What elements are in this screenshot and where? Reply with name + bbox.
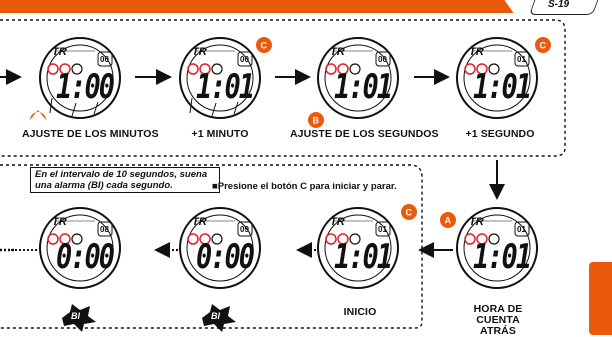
alarm-burst-icon <box>202 304 236 332</box>
watch-bottom-1 <box>39 207 121 289</box>
svg-text:C: C <box>540 41 547 51</box>
mode-label: TR <box>192 216 207 228</box>
square-bullet-icon: ■ <box>212 181 218 192</box>
step-label: +1 SEGUNDO <box>465 128 535 140</box>
small-digits: 01 <box>378 225 387 234</box>
header-band <box>0 0 500 13</box>
main-digits: 1:00 <box>56 68 115 107</box>
button-indicator-a: A <box>440 212 456 228</box>
alarm-label: BI <box>211 311 220 321</box>
main-digits: 1:01 <box>473 238 532 277</box>
watch-bottom-2 <box>179 207 261 289</box>
main-digits: 0:00 <box>196 238 255 277</box>
watch-bottom-3 <box>317 207 399 289</box>
small-digits: 00 <box>100 55 109 64</box>
mode-label: TR <box>330 46 345 58</box>
step-label: +1 MINUTO <box>191 128 249 140</box>
step-label: AJUSTE DE LOS SEGUNDOS <box>290 128 439 140</box>
main-digits: 1:01 <box>473 68 532 107</box>
button-instruction-text: Presione el botón C para iniciar y parar… <box>217 181 397 192</box>
mode-label: TR <box>469 216 484 228</box>
alarm-interval-note: En el intervalo de 10 segundos, suena un… <box>30 167 220 193</box>
small-digits: 01 <box>517 55 526 64</box>
small-digits: 09 <box>240 225 249 234</box>
watch-bottom-4 <box>456 207 538 289</box>
button-indicator-c: C <box>401 204 417 220</box>
button-indicator-c: C <box>256 37 272 53</box>
main-digits: 1:01 <box>334 68 393 107</box>
svg-text:C: C <box>261 41 268 51</box>
main-digits: 1:01 <box>196 68 255 107</box>
watch-top-4 <box>456 37 538 119</box>
button-indicator-b: B <box>30 110 46 126</box>
section-tab <box>589 262 612 335</box>
small-digits: 00 <box>240 55 249 64</box>
watch-top-2 <box>179 37 261 119</box>
mode-label: TR <box>192 46 207 58</box>
button-indicator-c: C <box>535 37 551 53</box>
watch-top-1 <box>39 37 121 119</box>
step-label: HORA DE CUENTA ATRÁS <box>473 303 523 337</box>
button-indicator-b: B <box>308 112 324 128</box>
mode-label: TR <box>52 216 67 228</box>
alarm-burst-icon <box>62 304 96 332</box>
small-digits: 08 <box>100 225 109 234</box>
main-digits: 0:00 <box>56 238 115 277</box>
main-digits: 1:01 <box>334 238 393 277</box>
small-digits: 01 <box>517 225 526 234</box>
step-label: INICIO <box>343 306 377 318</box>
watch-top-3 <box>317 37 399 119</box>
svg-text:A: A <box>445 216 452 226</box>
small-digits: 00 <box>378 55 387 64</box>
mode-label: TR <box>330 216 345 228</box>
svg-text:C: C <box>406 208 413 218</box>
step-label: AJUSTE DE LOS MINUTOS <box>22 128 159 140</box>
alarm-label: BI <box>71 311 80 321</box>
svg-text:B: B <box>313 116 320 126</box>
page-ref-label: S-19 <box>548 0 570 10</box>
button-instruction-note: ■Presione el botón C para iniciar y para… <box>212 181 397 192</box>
mode-label: TR <box>52 46 67 58</box>
mode-label: TR <box>469 46 484 58</box>
svg-text:B: B <box>35 116 42 126</box>
